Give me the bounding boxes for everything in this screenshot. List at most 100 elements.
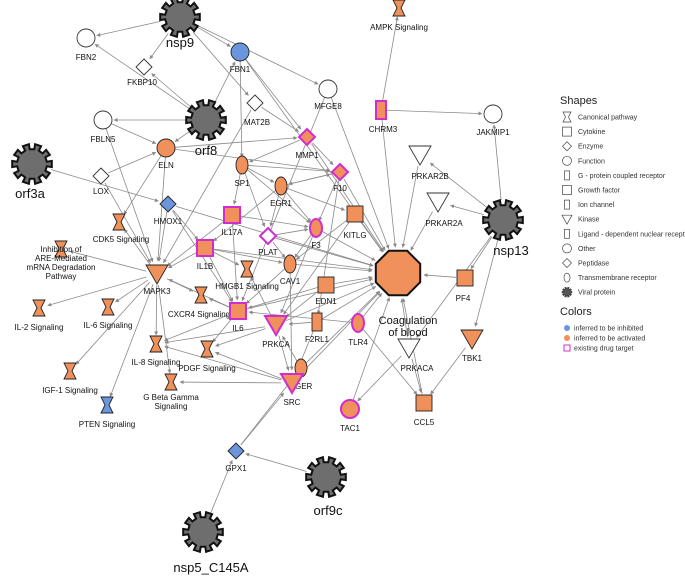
node-mfge8-shape — [318, 79, 338, 99]
node-plat-shape — [258, 226, 278, 246]
edge-prkca-pdgf — [215, 328, 266, 347]
edge-pf4-coag — [423, 273, 457, 278]
node-edn1-label-line: EDN1 — [315, 297, 337, 306]
node-pten[interactable]: PTEN Signaling — [79, 396, 135, 429]
node-nsp9[interactable]: nsp9 — [159, 0, 201, 50]
node-egr1[interactable]: EGR1 — [270, 176, 292, 208]
legend-shape-icon — [563, 272, 571, 283]
node-kitlg[interactable]: KITLG — [343, 205, 367, 240]
node-cav1[interactable]: CAV1 — [280, 254, 301, 286]
legend-shape-label: Growth factor — [578, 188, 621, 195]
edge-cav1-il6 — [245, 267, 286, 304]
edge-f2rl1-prkca — [288, 321, 312, 326]
node-f2rl1[interactable]: F2RL1 — [305, 312, 330, 344]
node-orf9c[interactable]: orf9c — [305, 455, 347, 518]
node-mfge8[interactable]: MFGE8 — [314, 79, 342, 111]
node-nsp5[interactable]: nsp5_C145A — [173, 510, 249, 575]
node-tlr4-shape — [351, 313, 365, 333]
node-il6[interactable]: IL6 — [229, 302, 247, 333]
node-prkar2b[interactable]: PRKAR2B — [408, 145, 449, 181]
node-mfge8-label-line: MFGE8 — [314, 102, 342, 111]
edge-mapk3-il2 — [47, 276, 147, 307]
node-prkca[interactable]: PRKCA — [262, 315, 290, 349]
legend-shape-icon — [561, 286, 573, 298]
node-hmgb1[interactable]: HMGB1 Signaling — [215, 260, 279, 291]
node-cav1-label: CAV1 — [280, 277, 301, 286]
edge-nsp13-tbk1 — [474, 239, 499, 327]
node-mapk3[interactable]: MAPK3 — [143, 264, 171, 296]
node-jakmip1-label: JAKMIP1 — [476, 128, 510, 137]
node-il8[interactable]: IL-8 Signaling — [132, 335, 181, 367]
edge-cav1-coag — [295, 264, 373, 273]
node-prkar2a[interactable]: PRKAR2A — [425, 192, 463, 228]
node-mapk3-label: MAPK3 — [143, 287, 171, 296]
edge-nsp13-prkar2a — [450, 204, 484, 216]
node-hmgb1-label: HMGB1 Signaling — [215, 282, 279, 291]
node-cxcr4[interactable]: CXCR4 Signaling — [168, 286, 230, 319]
node-tac1[interactable]: TAC1 — [340, 399, 360, 433]
node-mat2b[interactable]: MAT2B — [244, 94, 270, 127]
node-mmp1[interactable]: MMP1 — [295, 127, 319, 160]
node-tlr4[interactable]: TLR4 — [348, 313, 368, 347]
node-il1b[interactable]: IL1B — [196, 239, 214, 271]
legend-shape-label: Enzyme — [578, 144, 603, 151]
node-nsp13-shape — [482, 198, 524, 242]
node-edn1-shape — [317, 276, 335, 294]
node-hmox1[interactable]: HMOX1 — [154, 195, 183, 226]
node-fbn2[interactable]: FBN2 — [76, 28, 97, 62]
edge-src-il8 — [164, 345, 282, 381]
node-fbn1[interactable]: FBN1 — [230, 42, 251, 74]
node-fkbp10[interactable]: FKBP10 — [127, 58, 157, 87]
node-orf8[interactable]: orf8 — [185, 98, 227, 158]
edge-mapk3-pten — [109, 284, 154, 397]
node-cdk5[interactable]: CDK5 Signaling — [93, 213, 149, 244]
node-lox[interactable]: LOX — [92, 167, 110, 196]
node-orf8-label-line: orf8 — [195, 143, 217, 158]
node-il17a[interactable]: IL17A — [222, 206, 244, 237]
node-fbn1-label-line: FBN1 — [230, 65, 251, 74]
node-pf4[interactable]: PF4 — [456, 269, 474, 303]
node-nsp13[interactable]: nsp13 — [482, 198, 529, 258]
node-plat[interactable]: PLAT — [258, 226, 278, 257]
node-il17a-shape — [223, 206, 241, 224]
node-il2[interactable]: IL-2 Signaling — [15, 299, 64, 332]
edge-prkaca-ccl5 — [411, 358, 423, 393]
node-chrm3[interactable]: CHRM3 — [369, 100, 398, 134]
edge-prkaca-coag — [400, 298, 408, 338]
node-tbk1[interactable]: TBK1 — [460, 329, 484, 363]
node-ampk[interactable]: AMPK Signaling — [370, 0, 428, 32]
edge-f10-coag — [343, 178, 386, 251]
node-mapk3-label-line: MAPK3 — [143, 287, 171, 296]
node-layer: nsp9 orf8 orf3a nsp13 orf9c nsp5_C145A Coagula… — [11, 0, 529, 575]
node-jakmip1[interactable]: JAKMIP1 — [476, 104, 510, 137]
node-prkar2a-label-line: PRKAR2A — [425, 219, 463, 228]
node-igf1[interactable]: IGF-1 Signaling — [42, 362, 98, 395]
edge-f10-f2rl1 — [316, 179, 340, 315]
node-f10[interactable]: F10 — [330, 162, 350, 193]
edge-f3-prkca — [280, 233, 315, 314]
node-src[interactable]: SRC — [279, 373, 305, 407]
node-prkaca[interactable]: PRKACA — [397, 338, 434, 373]
edge-src-gbg — [179, 380, 282, 385]
node-il1b-label: IL1B — [197, 262, 213, 271]
node-sp1[interactable]: SP1 — [234, 155, 250, 188]
node-pdgf[interactable]: PDGF Signaling — [178, 340, 236, 373]
node-gpx1[interactable]: GPX1 — [225, 442, 247, 473]
legend-shape-icon — [562, 185, 572, 195]
node-fbln5[interactable]: FBLN5 — [91, 110, 116, 144]
node-il6sig[interactable]: IL-6 Signaling — [84, 298, 133, 330]
node-ccl5[interactable]: CCL5 — [414, 394, 435, 427]
node-orf3a[interactable]: orf3a — [11, 142, 53, 201]
node-eln[interactable]: ELN — [156, 138, 176, 170]
edge-src-coag — [299, 291, 381, 376]
edge-sp1-plat — [243, 170, 266, 227]
node-tac1-label: TAC1 — [340, 424, 360, 433]
node-il6-label: IL6 — [232, 324, 244, 333]
edge-fbln5-mapk3 — [105, 128, 154, 263]
node-f10-shape — [330, 162, 350, 182]
node-f3[interactable]: F3 — [309, 218, 323, 250]
node-edn1[interactable]: EDN1 — [315, 276, 337, 306]
